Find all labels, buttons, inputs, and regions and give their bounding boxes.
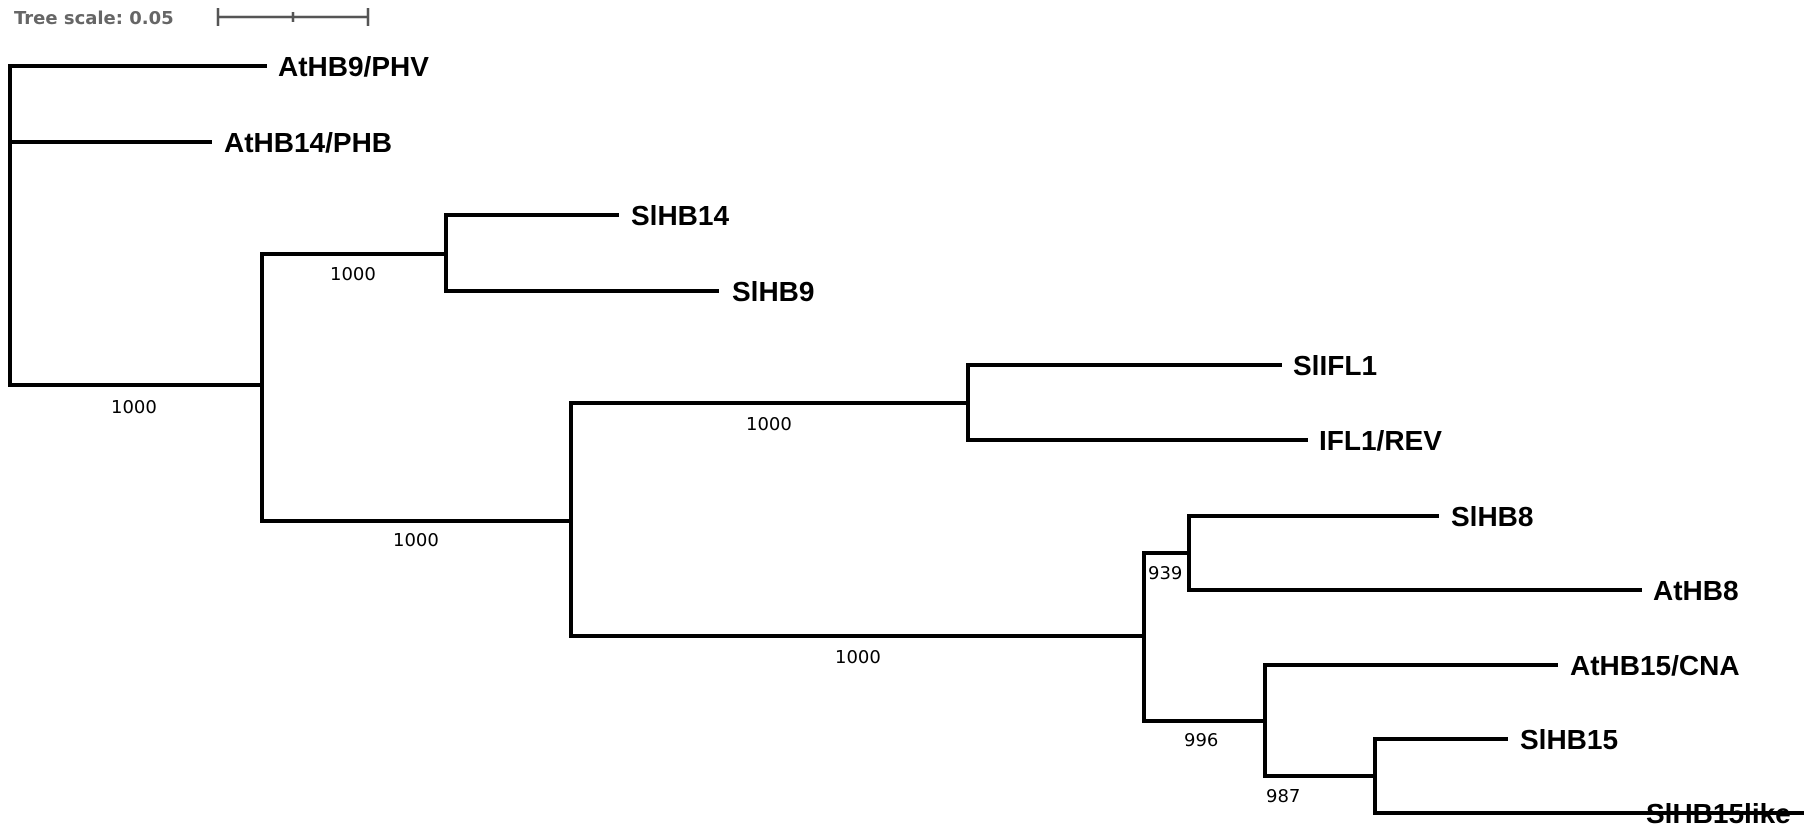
support-label-hb8-hb15: 1000 [835,647,881,668]
support-label-slifl1-ifl1rev: 1000 [746,414,792,435]
support-label-main-lower: 1000 [393,530,439,551]
tree-scale: Tree scale: 0.05 [14,8,370,29]
node-hb8-hb15 [1142,551,1267,723]
support-label-slhb8-athb8: 939 [1148,563,1182,584]
support-label-slhb15-like: 987 [1266,786,1300,807]
node-hb15-group [1263,663,1558,778]
leaf-label-athb9: AtHB9/PHV [278,51,429,82]
leaf-label-slhb9: SlHB9 [732,276,814,307]
root-node [8,64,267,387]
node-lower-clade [260,252,573,523]
leaf-label-slhb15like: SlHB15like [1646,798,1791,829]
support-values: 1000 1000 1000 1000 1000 939 996 987 [111,264,1300,807]
leaf-label-slhb15: SlHB15 [1520,724,1618,755]
support-label-root-lower: 1000 [111,397,157,418]
leaf-label-athb14: AtHB14/PHB [224,127,392,158]
leaf-label-slifl1: SlIFL1 [1293,350,1377,381]
node-main-lower [569,401,1146,638]
leaf-label-slhb14: SlHB14 [631,200,729,231]
node-slifl1-ifl1rev [966,363,1308,442]
tree-scale-label: Tree scale: 0.05 [14,8,174,29]
leaf-label-athb8: AtHB8 [1653,575,1739,606]
leaf-label-athb15cna: AtHB15/CNA [1570,650,1740,681]
node-slhb15-slhb15like [1373,737,1804,815]
support-label-hb15-group: 996 [1184,730,1218,751]
support-label-slhb14-slhb9: 1000 [330,264,376,285]
leaf-label-ifl1rev: IFL1/REV [1319,425,1442,456]
node-slhb8-athb8 [1187,514,1642,592]
node-slhb14-slhb9 [444,213,719,293]
leaf-labels: AtHB9/PHV AtHB14/PHB SlHB14 SlHB9 SlIFL1… [224,51,1791,829]
leaf-label-slhb8: SlHB8 [1451,501,1533,532]
